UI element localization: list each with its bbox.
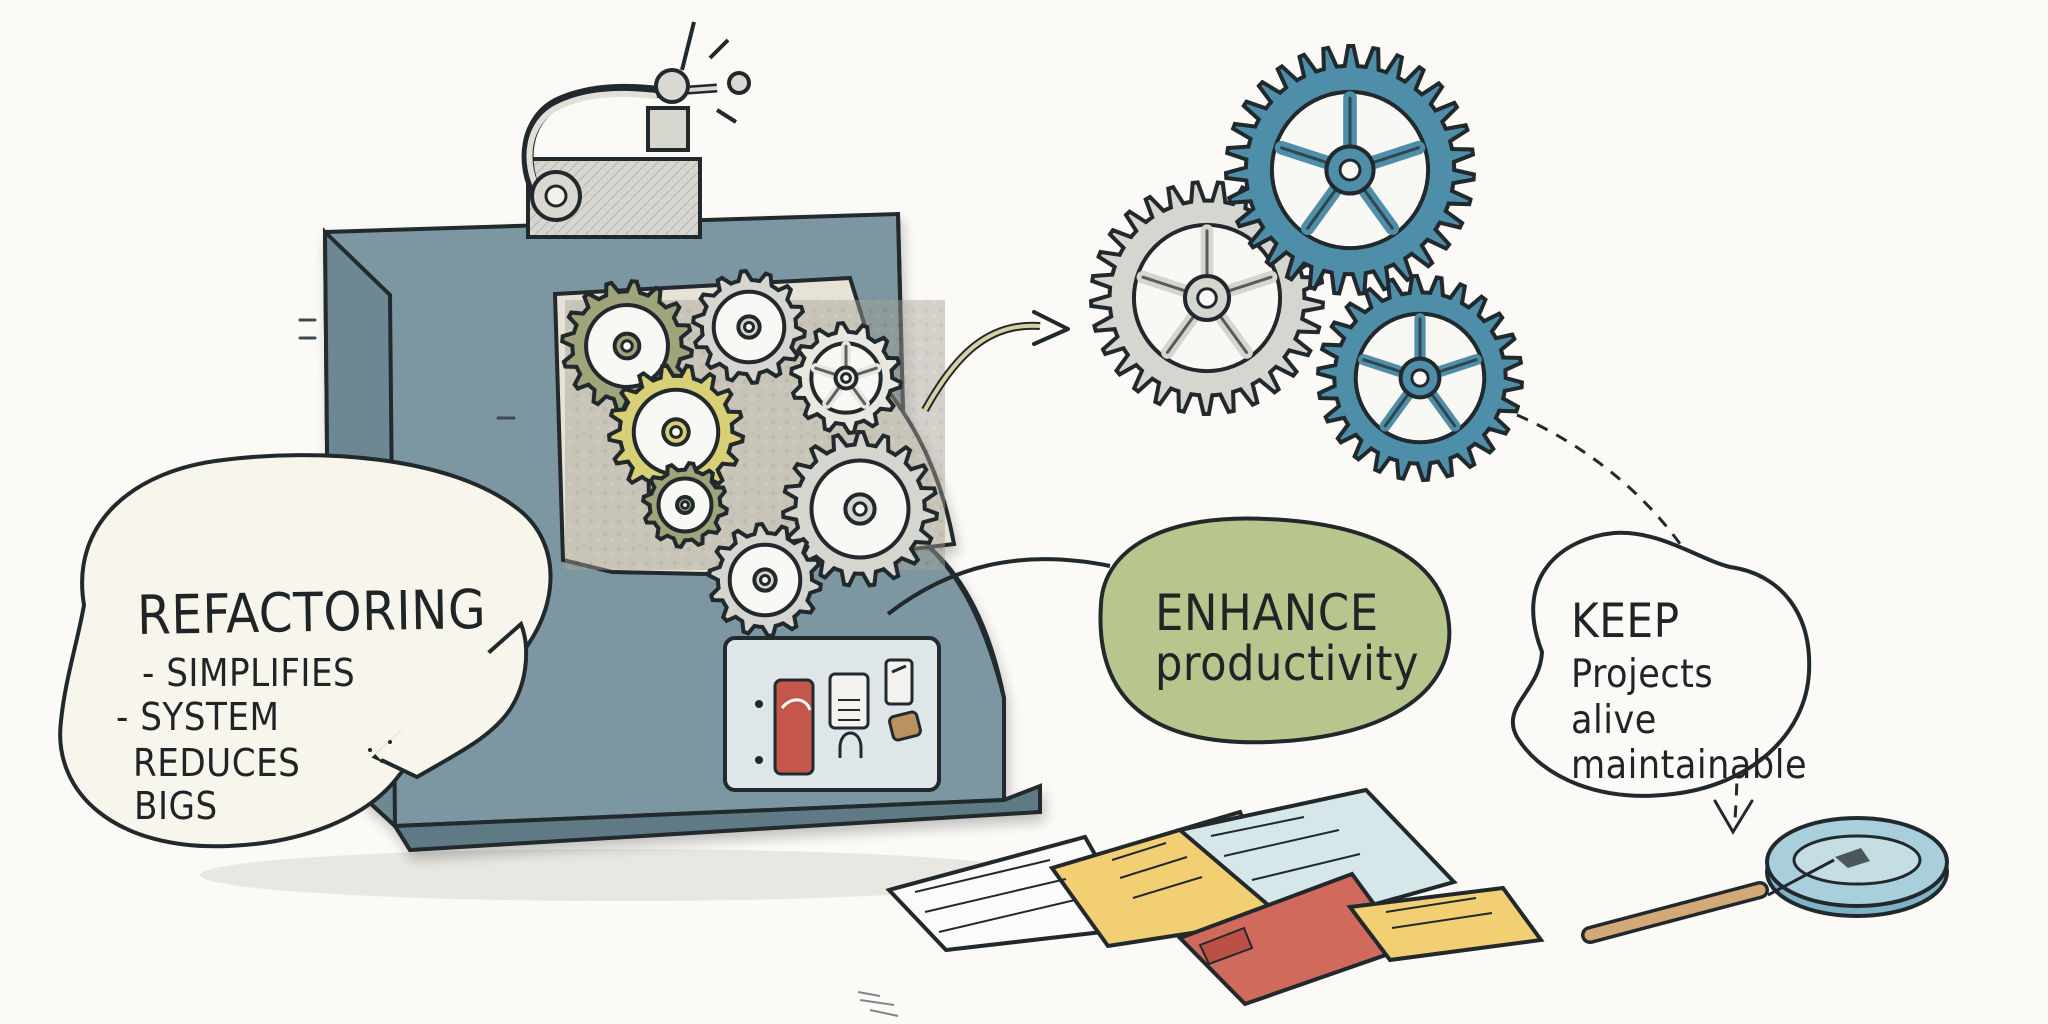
refactoring-line-3: REDUCES [133,741,301,785]
enhance-line-2: productivity [1155,636,1419,692]
paper-stack [885,787,1545,1007]
refactoring-line-4: BIGS [134,784,218,828]
inner-gear-spoked [789,320,903,436]
output-gears [1088,44,1524,483]
enhance-line-1: ENHANCE [1155,584,1379,642]
inner-gear-silver-bottom [707,521,823,639]
enhance-bubble [1098,516,1452,745]
keep-line-1: KEEP [1571,594,1680,649]
output-gear-blue-bottom [1316,273,1524,483]
tape-measure [1581,816,1949,944]
top-press [521,21,751,239]
output-gear-blue-top [1223,44,1476,296]
keep-line-3: alive [1571,698,1657,743]
inner-gear-yellow [606,363,746,502]
keep-line-2: Projects [1571,652,1714,697]
keep-bubble [1510,530,1812,798]
inner-gear-silver-top [691,268,807,386]
inner-gear-small-olive [641,461,729,549]
refactoring-line-2: - SYSTEM [116,695,280,739]
refactoring-title: REFACTORING [136,577,487,648]
inner-gears [560,268,945,639]
keep-line-4: maintainable [1571,743,1808,788]
refactoring-line-1: - SIMPLIFIES [142,651,356,695]
inner-gear-silver-right [781,429,940,588]
